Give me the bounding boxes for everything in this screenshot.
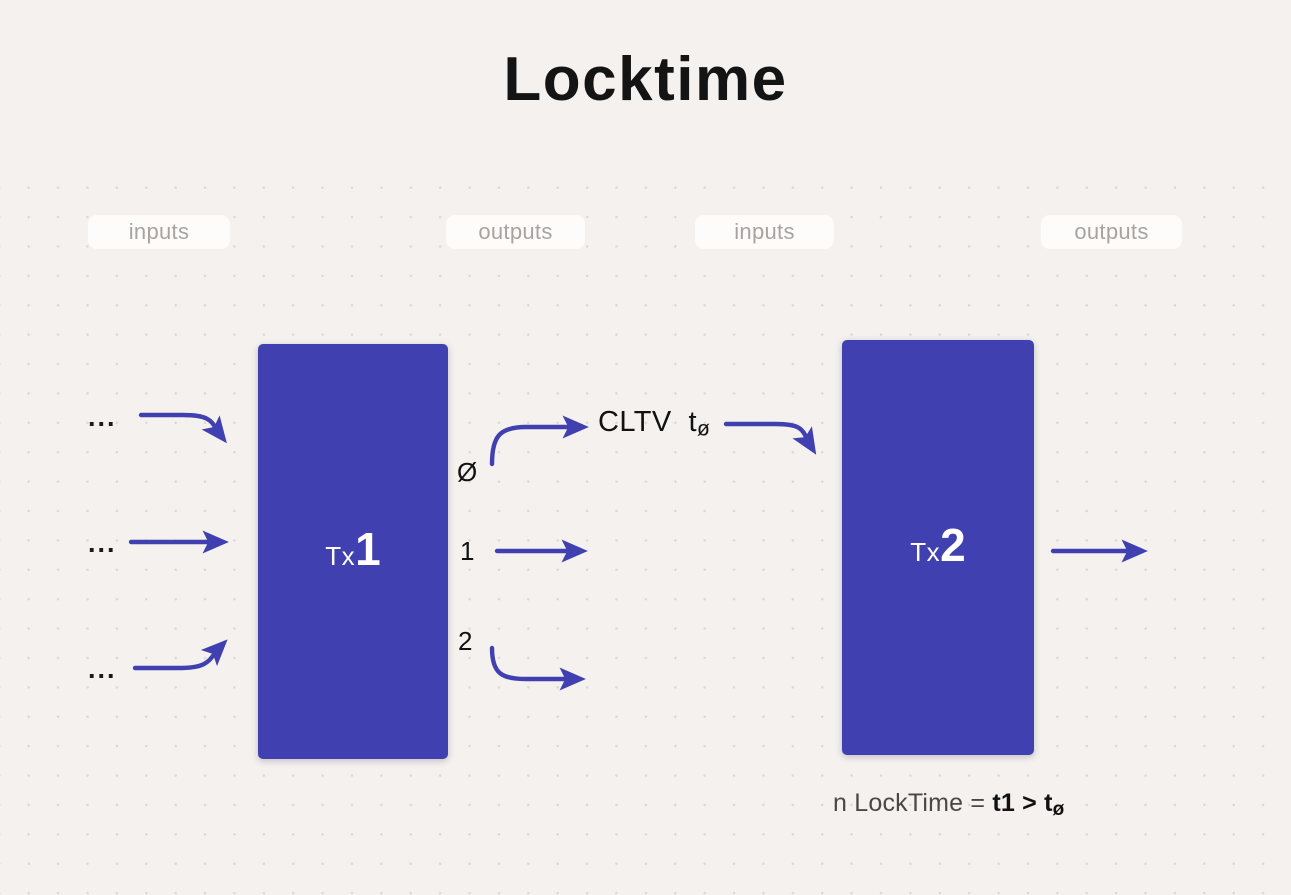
transaction-number-tx1: 1 bbox=[355, 522, 381, 575]
cltv-time-subscript: ø bbox=[696, 417, 710, 441]
transaction-prefix-tx2: Tx bbox=[910, 536, 941, 567]
output-index-2: 2 bbox=[458, 626, 473, 656]
page-title: Locktime bbox=[503, 45, 788, 114]
cltv-label: CLTV bbox=[598, 406, 672, 438]
output-index-1: 1 bbox=[460, 536, 475, 566]
label-pill-outputs-tx1: outputs bbox=[446, 215, 585, 249]
formula-subscript: ø bbox=[1052, 799, 1065, 821]
locktime-formula: n LockTime = t1 > tø bbox=[833, 789, 1064, 821]
formula-expression: t1 > t bbox=[992, 789, 1053, 817]
transaction-box-tx1[interactable]: Tx1 bbox=[258, 344, 448, 759]
output-index-0: Ø bbox=[457, 457, 478, 487]
label-pill-inputs-tx2: inputs bbox=[695, 215, 834, 249]
cltv-time-base: t bbox=[688, 406, 697, 438]
input-ellipsis-1: ... bbox=[88, 402, 117, 432]
transaction-label-tx1: Tx1 bbox=[325, 522, 380, 576]
transaction-label-tx2: Tx2 bbox=[910, 518, 965, 572]
formula-lead: n LockTime = bbox=[833, 789, 993, 817]
transaction-prefix-tx1: Tx bbox=[325, 540, 356, 571]
label-pill-inputs-tx1: inputs bbox=[88, 215, 230, 249]
input-ellipsis-3: ... bbox=[88, 654, 117, 684]
transaction-box-tx2[interactable]: Tx2 bbox=[842, 340, 1034, 755]
transaction-number-tx2: 2 bbox=[940, 518, 966, 571]
dot-grid-background bbox=[0, 165, 1291, 895]
label-pill-outputs-tx2: outputs bbox=[1041, 215, 1182, 249]
cltv-annotation: CLTV tø bbox=[598, 406, 710, 442]
input-ellipsis-2: ... bbox=[88, 528, 117, 558]
